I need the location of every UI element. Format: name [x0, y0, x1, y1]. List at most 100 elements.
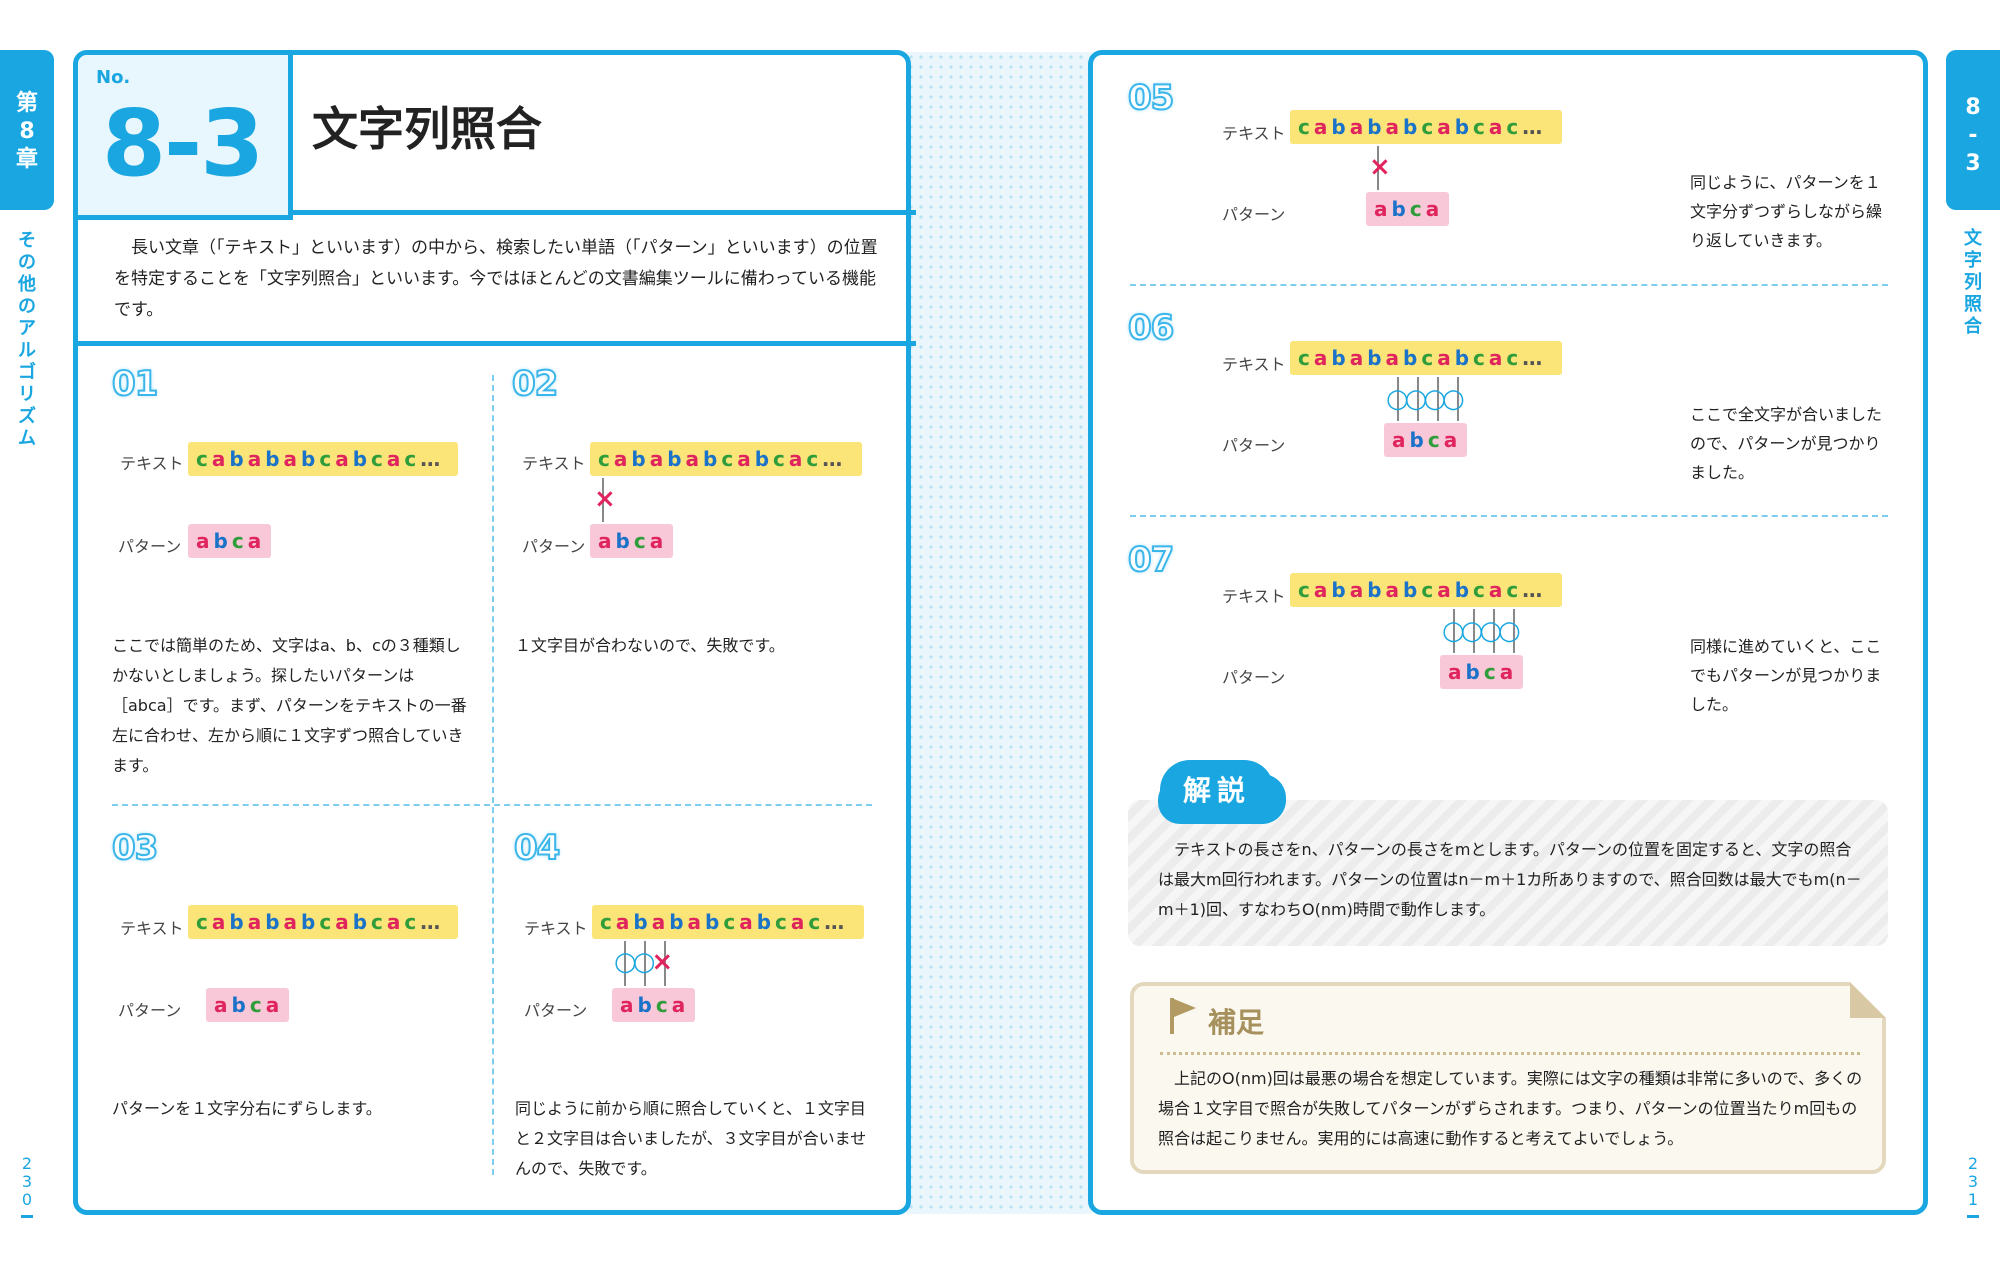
text-char: c [319, 447, 336, 471]
text-char: a [615, 910, 634, 934]
pattern-char: a [1499, 660, 1518, 684]
match-icon: ○ [614, 947, 637, 977]
pattern-strip: abca [590, 524, 674, 558]
text-char: a [1488, 346, 1507, 370]
supplement-corner [1850, 982, 1886, 1018]
text-char: a [211, 910, 230, 934]
step-description: ここで全文字が合いましたので、パターンが見つかりました。 [1690, 405, 1883, 482]
text-char: c [371, 447, 387, 471]
text-char: c [196, 447, 212, 471]
section-label: 8-3 [1965, 95, 1981, 176]
compare-arrow [1473, 609, 1475, 653]
text-char: b [265, 910, 284, 934]
step-description: 同じように前から順に照合していくと、１文字目と２文字目は合いましたが、３文字目が… [515, 1099, 867, 1178]
text-char: a [283, 447, 302, 471]
compare-arrow [1453, 609, 1455, 653]
text-char: … [822, 447, 847, 471]
chapter-tab: 第8章 [0, 50, 54, 210]
text-char: b [229, 447, 248, 471]
text-char: … [420, 910, 445, 934]
pattern-char: a [1425, 197, 1444, 221]
section-tab: 8-3 [1946, 50, 2000, 210]
text-char: … [1522, 115, 1547, 139]
pattern-label: パターン [1222, 205, 1286, 224]
explanation-body: テキストの長さをn、パターンの長さをmとします。パターンの位置を固定すると、文字… [1158, 840, 1862, 919]
text-char: a [247, 447, 266, 471]
match-mismatch-icons: ○○× [614, 949, 673, 975]
pattern-char: a [649, 529, 668, 553]
text-char: a [613, 447, 632, 471]
text-char: a [790, 910, 809, 934]
text-strip: cabababcabcac… [1290, 110, 1562, 144]
text-char: c [1421, 578, 1438, 602]
text-char: a [687, 910, 706, 934]
text-char: a [1313, 115, 1332, 139]
pattern-char: b [1409, 428, 1428, 452]
text-char: b [1331, 115, 1350, 139]
text-char: a [1488, 115, 1507, 139]
text-char: b [633, 910, 652, 934]
mismatch-icon: × [594, 484, 616, 514]
pattern-char: c [1409, 197, 1426, 221]
text-char: a [386, 910, 405, 934]
number-box [78, 55, 293, 220]
text-char: b [1454, 346, 1474, 370]
text-char: a [1349, 578, 1368, 602]
pattern-char: b [615, 529, 634, 553]
text-char: a [788, 447, 807, 471]
text-char: a [1437, 115, 1455, 139]
text-char: c [773, 447, 789, 471]
pattern-char: a [1443, 428, 1462, 452]
right-separator-2 [1130, 515, 1888, 517]
text-char: a [211, 447, 230, 471]
section-number: 8-3 [102, 90, 264, 197]
pattern-char: a [196, 529, 214, 553]
explanation-box [1128, 800, 1888, 946]
supplement-divider [1160, 1052, 1860, 1055]
mismatch-icon: × [651, 947, 673, 977]
compare-arrow [624, 941, 626, 986]
step-number: 04 [513, 827, 561, 869]
pattern-label: パターン [522, 537, 586, 556]
page-gutter [906, 52, 1092, 1214]
pattern-char: a [247, 529, 266, 553]
pattern-char: a [1374, 197, 1392, 221]
section-title-vertical: 文字列照合 [1964, 228, 1982, 337]
text-label: テキスト [524, 919, 588, 938]
text-char: a [1437, 578, 1455, 602]
mismatch-icon: × [1369, 152, 1391, 182]
compare-arrow [1397, 377, 1399, 421]
text-char: … [1522, 346, 1547, 370]
text-char: a [1349, 115, 1368, 139]
text-char: c [1421, 115, 1438, 139]
text-label: テキスト [120, 919, 184, 938]
text-label: テキスト [522, 454, 586, 473]
text-char: a [685, 447, 704, 471]
text-char: b [1454, 115, 1474, 139]
text-strip: cabababcabcac… [1290, 573, 1562, 607]
pattern-strip: abca [188, 524, 272, 558]
step-number: 07 [1127, 539, 1175, 581]
text-char: b [301, 447, 320, 471]
text-char: b [1367, 115, 1386, 139]
text-char: a [737, 447, 755, 471]
text-char: c [404, 910, 421, 934]
text-char: a [1385, 578, 1404, 602]
supplement-title: 補足 [1208, 1006, 1265, 1039]
text-char: c [1421, 346, 1438, 370]
text-char: b [1403, 578, 1422, 602]
text-char: c [1298, 578, 1314, 602]
text-char: b [1367, 578, 1386, 602]
text-char: c [404, 447, 421, 471]
no-label: No. [96, 67, 131, 88]
text-char: a [651, 910, 670, 934]
step-number: 06 [1127, 307, 1175, 349]
text-char: c [598, 447, 614, 471]
supplement-box [1130, 982, 1886, 1174]
pattern-char: c [633, 529, 650, 553]
pattern-char: c [1427, 428, 1444, 452]
text-char: a [1437, 346, 1455, 370]
text-char: b [1367, 346, 1386, 370]
pattern-strip: abca [612, 988, 696, 1022]
explanation-badge [1160, 760, 1274, 822]
